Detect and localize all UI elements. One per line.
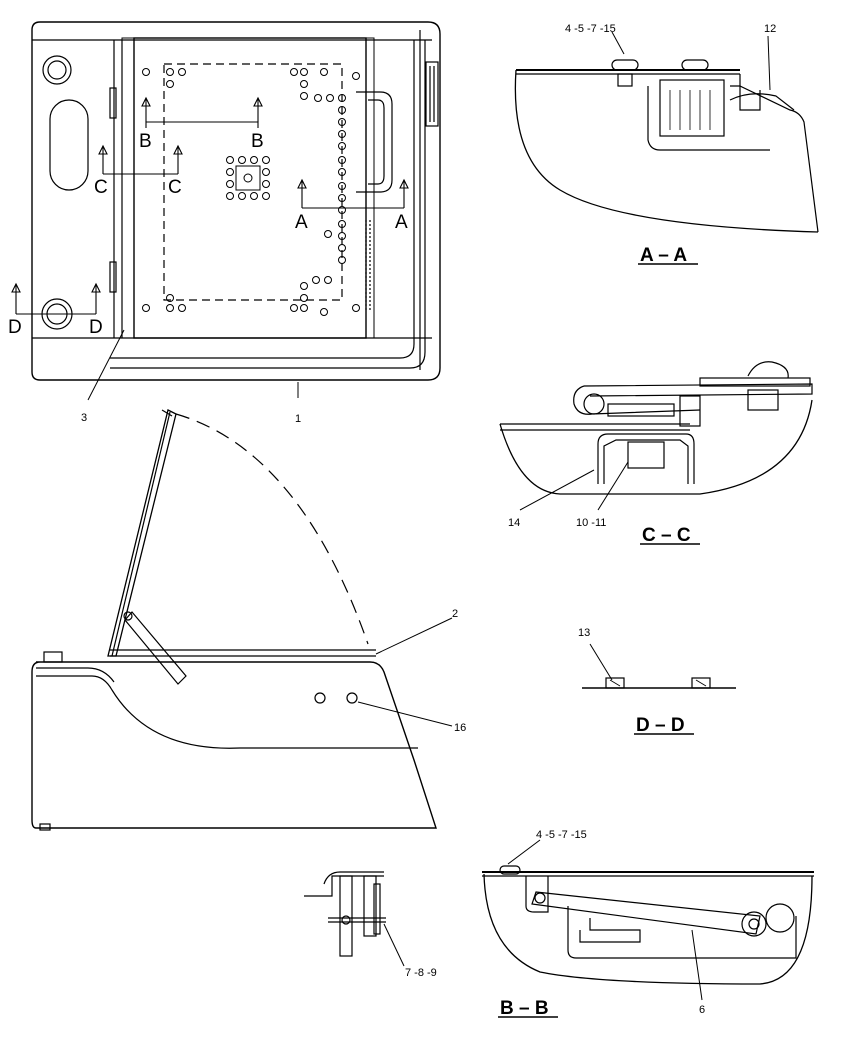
marker-a-left: A <box>295 212 308 233</box>
section-d-d <box>582 643 736 735</box>
callout-hinge-7-8-9: 7 -8 -9 <box>405 967 437 979</box>
callout-cc-14: 14 <box>508 517 520 529</box>
section-title-d-d: D – D <box>636 715 685 736</box>
marker-b-left: B <box>139 131 152 152</box>
side-view <box>31 409 453 831</box>
callout-2: 2 <box>452 608 458 620</box>
section-title-b-b: B – B <box>500 998 549 1019</box>
marker-d-right: D <box>89 317 103 338</box>
marker-c-left: C <box>94 177 108 198</box>
section-a-a <box>514 31 819 265</box>
callout-3: 3 <box>81 412 87 424</box>
callout-16: 16 <box>454 722 466 734</box>
section-c-c <box>499 361 813 545</box>
marker-c-right: C <box>168 177 182 198</box>
marker-b-right: B <box>251 131 264 152</box>
section-title-c-c: C – C <box>642 525 691 546</box>
callout-dd-13: 13 <box>578 627 590 639</box>
callout-1: 1 <box>295 413 301 425</box>
callout-cc-10-11: 10 -11 <box>576 517 606 529</box>
hinge-detail <box>304 871 405 967</box>
callout-aa-4-5-7-15: 4 -5 -7 -15 <box>565 23 616 35</box>
callout-bb-6: 6 <box>699 1004 705 1016</box>
top-view <box>11 21 441 401</box>
marker-a-right: A <box>395 212 408 233</box>
labels: B B C C A A D D 1 3 2 16 4 -5 -7 -15 12 … <box>8 23 776 1019</box>
marker-d-left: D <box>8 317 22 338</box>
section-title-a-a: A – A <box>640 245 687 266</box>
callout-bb-4-5-7-15: 4 -5 -7 -15 <box>536 829 587 841</box>
callout-aa-12: 12 <box>764 23 776 35</box>
section-b-b <box>482 839 814 1018</box>
